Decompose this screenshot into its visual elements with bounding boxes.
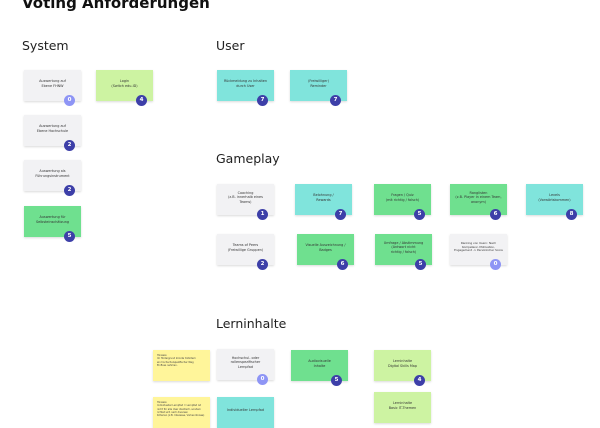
sticky-note[interactable]: Ranking von Usern: Nach Kompetenz, Motiv…	[450, 234, 507, 270]
sticky-note[interactable]: Auswertung auf Ebene Hochschule 2	[24, 115, 81, 151]
vote-count-badge: 7	[335, 209, 346, 220]
sticky-note[interactable]: Auswertung als Führungsinstrument 2	[24, 160, 81, 196]
sticky-note[interactable]: Hochschul- oder rollenspezifischer Lernp…	[217, 349, 274, 385]
vote-count-badge: 4	[136, 95, 147, 106]
note-text: Login (Switch edu-ID)	[111, 78, 138, 88]
note-text: Audiovisuelle Inhalte	[308, 358, 331, 368]
sticky-note[interactable]: Visuelle Auszeichnung / Badges 6	[297, 234, 354, 270]
note-text: Levels (Vorwärtskommen)	[538, 192, 571, 202]
vote-count-badge: 5	[415, 259, 426, 270]
note-text: Lerninhalte Basic IT-Themen	[388, 400, 417, 410]
vote-count-badge: 8	[566, 209, 577, 220]
vote-count-badge: 1	[257, 209, 268, 220]
vote-count-badge: 5	[414, 209, 425, 220]
note-text: Individueller Lernpfad	[227, 408, 264, 413]
note-text: Ranking von Usern: Nach Kompetenz, Motiv…	[454, 240, 503, 253]
page-title: Voting Anforderungen	[22, 0, 210, 12]
sticky-note[interactable]: Fragen / Quiz (mit richtig / falsch) 5	[374, 184, 431, 220]
vote-count-badge: 6	[337, 259, 348, 270]
note-text: Lerninhalte Digital Skills Map	[387, 358, 418, 368]
vote-count-badge: 4	[414, 375, 425, 386]
section-title-system: System	[22, 38, 69, 53]
sticky-note[interactable]: Auswertung für Selbsteinschätzung 5	[24, 206, 81, 242]
sticky-note[interactable]: Login (Switch edu-ID) 4	[96, 70, 153, 106]
sticky-note[interactable]: Lerninhalte Basic IT-Themen	[374, 392, 431, 423]
vote-count-badge: 0	[490, 259, 501, 270]
sticky-note[interactable]: Umfrage / Abstimmung (Antwort nicht rich…	[375, 234, 432, 270]
sticky-note[interactable]: Auswertung auf Ebene FHNW 0	[24, 70, 81, 106]
vote-count-badge: 0	[257, 374, 268, 385]
note-text: Fragen / Quiz (mit richtig / falsch)	[385, 192, 420, 202]
note-text: Coaching (z.B. innerhalb eines Teams)	[228, 190, 263, 204]
section-title-user: User	[216, 38, 245, 53]
vote-count-badge: 2	[257, 259, 268, 270]
section-title-lerninhalte: Lerninhalte	[216, 316, 287, 331]
hint-note[interactable]: Hinweis: Individueller Lernpfad = Lernpf…	[153, 397, 210, 428]
note-text: Hinweis: Individueller Lernpfad = Lernpf…	[157, 401, 205, 418]
sticky-note[interactable]: Rückmeldung zu Inhalten durch User 7	[217, 70, 274, 106]
sticky-note[interactable]: Audiovisuelle Inhalte 5	[291, 350, 348, 386]
vote-count-badge: 5	[331, 375, 342, 386]
vote-count-badge: 5	[64, 231, 75, 242]
vote-count-badge: 7	[330, 95, 341, 106]
vote-count-badge: 0	[64, 95, 75, 106]
sticky-note[interactable]: Lerninhalte Digital Skills Map 4	[374, 350, 431, 386]
note-text: Belohnung / Rewards	[313, 192, 334, 202]
sticky-note[interactable]: Ranglisten (z.B. Player in einem Team, a…	[450, 184, 507, 220]
vote-count-badge: 2	[64, 185, 75, 196]
vote-count-badge: 6	[490, 209, 501, 220]
sticky-note[interactable]: Coaching (z.B. innerhalb eines Teams) 1	[217, 184, 274, 220]
note-text: Hochschul- oder rollenspezifischer Lernp…	[230, 355, 261, 369]
note-text: Auswertung als Führungsinstrument	[35, 168, 70, 178]
note-text: (Freiwilliger) Reminder	[308, 78, 329, 88]
sticky-note[interactable]: Individueller Lernpfad	[217, 397, 274, 428]
note-text: Rückmeldung zu Inhalten durch User	[223, 78, 268, 88]
note-text: Umfrage / Abstimmung (Antwort nicht rich…	[383, 240, 424, 254]
vote-count-badge: 7	[257, 95, 268, 106]
note-text: Auswertung auf Ebene Hochschule	[36, 123, 69, 133]
hint-note[interactable]: Hinweis: Im Hintergrund könnte trotzdem …	[153, 350, 210, 381]
note-text: Ranglisten (z.B. Player in einem Team, a…	[455, 190, 502, 204]
sticky-note[interactable]: Levels (Vorwärtskommen) 8	[526, 184, 583, 220]
sticky-note[interactable]: Teams of Peers (Freiwillige Gruppen) 2	[217, 234, 274, 270]
sticky-note[interactable]: Belohnung / Rewards 7	[295, 184, 352, 220]
sticky-note[interactable]: (Freiwilliger) Reminder 7	[290, 70, 347, 106]
note-text: Teams of Peers (Freiwillige Gruppen)	[227, 242, 264, 252]
note-text: Auswertung auf Ebene FHNW	[39, 78, 66, 88]
section-title-gameplay: Gameplay	[216, 151, 280, 166]
note-text: Hinweis: Im Hintergrund könnte trotzdem …	[157, 354, 196, 367]
note-text: Auswertung für Selbsteinschätzung	[35, 214, 70, 224]
note-text: Visuelle Auszeichnung / Badges	[305, 242, 346, 252]
vote-count-badge: 2	[64, 140, 75, 151]
